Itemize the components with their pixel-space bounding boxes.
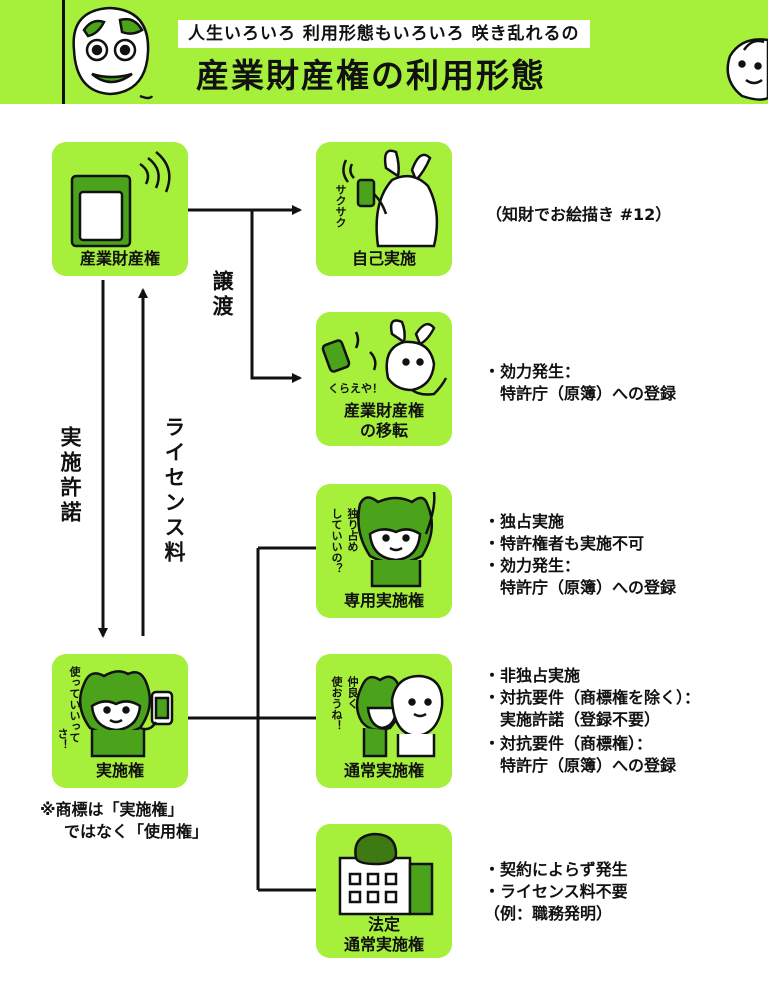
note-exclusive-2: ・特許権者も実施不可 bbox=[484, 534, 645, 553]
note-ordinary-1: ・非独占実施 bbox=[484, 666, 581, 685]
header-subtitle: 人生いろいろ 利用形態もいろいろ 咲き乱れるの bbox=[178, 20, 590, 48]
box-exclusive-license: 独り占め していいの？ 専用実施権 bbox=[316, 484, 452, 618]
label-assignment: 譲渡 bbox=[210, 270, 234, 320]
rabbit-with-phone-icon bbox=[342, 149, 439, 248]
header-illustrations bbox=[72, 6, 768, 101]
trademark-note-1: ※商標は「実施権」 bbox=[40, 800, 184, 819]
box-exclusive-label: 専用実施権 bbox=[343, 591, 424, 610]
peeking-mascot-icon bbox=[726, 38, 768, 101]
box-statutory-label-1: 法定 bbox=[367, 915, 400, 934]
box-self-use: サクサク 自己実施 bbox=[316, 142, 452, 276]
box-transfer-label-2: の移転 bbox=[359, 421, 408, 440]
box-ordinary-label: 通常実施権 bbox=[343, 761, 424, 780]
header-divider bbox=[62, 0, 65, 104]
note-transfer-1: ・効力発生： bbox=[484, 362, 581, 381]
speech-tsukatte-1: 使っていいって bbox=[68, 666, 81, 743]
box-license-right-label: 実施権 bbox=[95, 761, 144, 780]
label-license-grant: 実施許諾 bbox=[58, 426, 82, 526]
friends-icon bbox=[355, 674, 444, 758]
note-exclusive-3: ・効力発生： bbox=[484, 556, 581, 575]
box-transfer-label-1: 産業財産権 bbox=[343, 401, 424, 420]
box-license-right: 使っていいって さ！ 実施権 bbox=[52, 654, 188, 788]
note-ordinary-5: 特許庁（原簿）への登録 bbox=[500, 756, 677, 775]
trademark-note-2: ではなく「使用権」 bbox=[64, 822, 209, 841]
box-self-use-label: 自己実施 bbox=[351, 249, 416, 268]
speech-hitorijime-1: 独り占め bbox=[346, 508, 359, 552]
dog-holding-phone-icon bbox=[78, 670, 174, 758]
box-statutory-label-2: 通常実施権 bbox=[343, 935, 424, 954]
credit-tag: （知財でお絵描き #12） bbox=[486, 205, 672, 224]
speech-sakusaku: サクサク bbox=[334, 184, 347, 228]
note-exclusive-1: ・独占実施 bbox=[484, 512, 565, 531]
mascot-face-icon bbox=[72, 6, 154, 100]
speech-nakayoku-1: 仲良く bbox=[346, 676, 359, 709]
box-ip-right-label: 産業財産権 bbox=[79, 249, 160, 268]
note-statutory-1: ・契約によらず発生 bbox=[484, 860, 628, 879]
box-ordinary-license: 仲良く 使おうね！ 通常実施権 bbox=[316, 654, 452, 788]
note-statutory-3: （例：職務発明） bbox=[484, 904, 613, 923]
page-title: 産業財産権の利用形態 bbox=[196, 56, 546, 95]
dog-raising-hand-icon bbox=[357, 491, 436, 588]
box-ip-right: 産業財産権 bbox=[52, 142, 188, 276]
speech-kuraeya: くらえや！ bbox=[328, 382, 383, 395]
arrow-to-transfer bbox=[250, 210, 302, 383]
note-ordinary-4: ・対抗要件（商標権）： bbox=[484, 734, 653, 753]
label-license-fee: ライセンス料 bbox=[162, 416, 186, 566]
speech-tsukatte-2: さ！ bbox=[56, 728, 69, 750]
note-transfer-2: 特許庁（原簿）への登録 bbox=[500, 384, 677, 403]
note-ordinary-3: 実施許諾（登録不要） bbox=[500, 710, 661, 729]
office-building-icon bbox=[338, 832, 434, 916]
box-statutory-license: 法定 通常実施権 bbox=[316, 824, 452, 958]
certificate-icon bbox=[70, 151, 171, 248]
note-exclusive-4: 特許庁（原簿）への登録 bbox=[500, 578, 677, 597]
speech-nakayoku-2: 使おうね！ bbox=[330, 676, 343, 731]
note-statutory-2: ・ライセンス料不要 bbox=[484, 882, 628, 901]
header-banner: 人生いろいろ 利用形態もいろいろ 咲き乱れるの 産業財産権の利用形態 bbox=[0, 0, 768, 104]
note-ordinary-2: ・対抗要件（商標権を除く）： bbox=[484, 688, 701, 707]
box-transfer: くらえや！ 産業財産権 の移転 bbox=[316, 312, 452, 446]
rabbit-throwing-icon bbox=[321, 319, 448, 396]
speech-hitorijime-2: していいの？ bbox=[330, 508, 343, 574]
